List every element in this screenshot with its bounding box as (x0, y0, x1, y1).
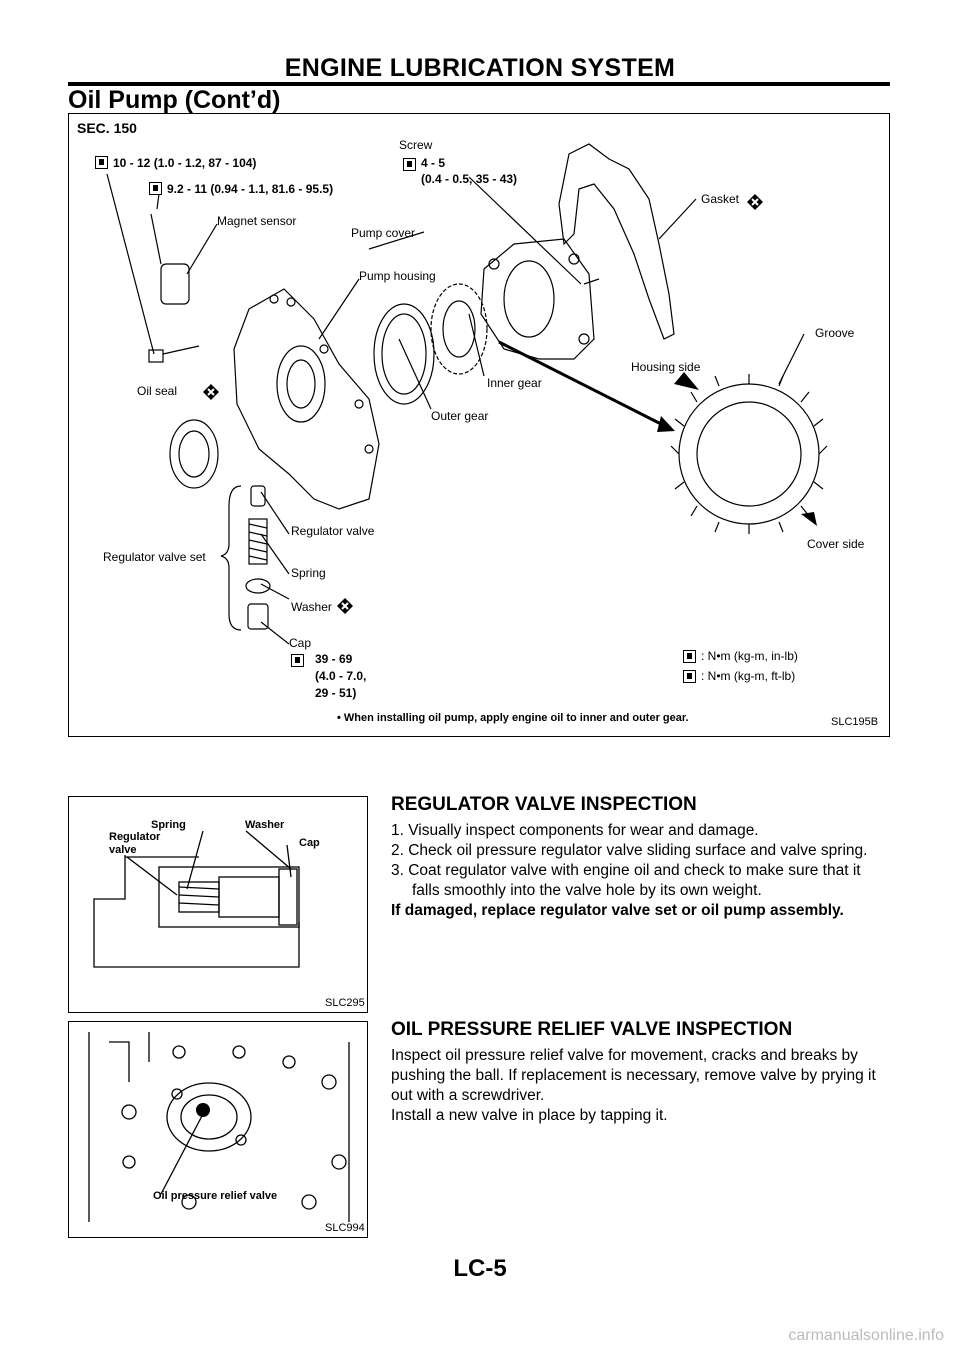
torque-icon-ftlb (683, 670, 696, 683)
relief-inspection-heading: OIL PRESSURE RELIEF VALVE INSPECTION (391, 1019, 793, 1040)
pump-cover-label: Pump cover (351, 226, 416, 240)
regulator-step-2: 2. Check oil pressure regulator valve sl… (391, 842, 868, 859)
gasket-label: Gasket (701, 192, 740, 206)
torque-icon-inlb (95, 156, 108, 169)
cap-torque-a: 39 - 69 (315, 652, 353, 666)
page-subtitle: Oil Pump (Cont’d) (68, 86, 281, 114)
figure-code: SLC195B (831, 716, 879, 728)
relief-valve-figure: Oil pressure relief valve SLC994 (68, 1021, 368, 1238)
figure-code: SLC295 (325, 997, 365, 1009)
regulator-step-3: 3. Coat regulator valve with engine oil … (391, 862, 861, 899)
torque-icon-inlb (149, 182, 162, 195)
outer-gear-label: Outer gear (431, 409, 489, 423)
relief-valve-label: Oil pressure relief valve (153, 1190, 278, 1202)
washer-label: Washer (245, 819, 285, 831)
figure-code: SLC994 (325, 1222, 365, 1234)
torque-icon-ftlb (291, 654, 304, 667)
cover-side-label: Cover side (807, 537, 865, 551)
screw-torque-a: 4 - 5 (421, 156, 446, 170)
page-number: LC-5 (453, 1255, 507, 1282)
regulator-valve-figure: Spring Washer Regulator valve Cap SLC295 (68, 796, 368, 1013)
regulator-step-1: 1. Visually inspect components for wear … (391, 822, 759, 839)
cap-torque-c: 29 - 51) (315, 686, 357, 700)
spring-label: Spring (291, 566, 326, 580)
figure-note: • When installing oil pump, apply engine… (337, 712, 689, 724)
watermark: carmanualsonline.info (788, 1327, 944, 1344)
magnet-sensor-label: Magnet sensor (217, 214, 297, 228)
replace-part-icon (203, 384, 219, 400)
regulator-valve-set-label: Regulator valve set (103, 550, 206, 564)
oil-pump-exploded-figure: SEC. 150 10 - 12 (1.0 - 1.2, 87 - 104) 9… (68, 113, 890, 737)
regulator-valve-drawing (93, 830, 300, 968)
regulator-label: Regulator (109, 831, 161, 843)
regulator-inspection-body: 1. Visually inspect components for wear … (391, 821, 891, 921)
section-title: ENGINE LUBRICATION SYSTEM (284, 54, 676, 82)
relief-body-1: Inspect oil pressure relief valve for mo… (391, 1047, 876, 1104)
relief-inspection-body: Inspect oil pressure relief valve for mo… (391, 1046, 891, 1126)
oil-pump-exploded-drawing (106, 143, 828, 645)
oil-seal-label: Oil seal (137, 384, 178, 398)
torque-icon-inlb (403, 158, 416, 171)
replace-part-icon (337, 598, 353, 614)
replace-part-icon (747, 194, 763, 210)
relief-body-2: Install a new valve in place by tapping … (391, 1107, 668, 1124)
cap-torque-b: (4.0 - 7.0, (315, 669, 367, 683)
washer-label: Washer (291, 600, 332, 614)
cap-label: Cap (299, 837, 320, 849)
header-rule (68, 82, 890, 86)
groove-label: Groove (815, 326, 855, 340)
cap-label: Cap (289, 636, 312, 650)
sec-label: SEC. 150 (77, 120, 137, 136)
regulator-note: If damaged, replace regulator valve set … (391, 902, 844, 919)
torque-spec-2: 9.2 - 11 (0.94 - 1.1, 81.6 - 95.5) (167, 182, 334, 196)
relief-valve-drawing (88, 1032, 350, 1222)
inner-gear-label: Inner gear (487, 376, 542, 390)
torque-icon-inlb (683, 650, 696, 663)
valve-label: valve (109, 844, 137, 856)
legend-inlb: : N•m (kg-m, in-lb) (701, 649, 798, 663)
spring-label: Spring (151, 819, 186, 831)
regulator-inspection-heading: REGULATOR VALVE INSPECTION (391, 794, 697, 815)
legend-ftlb: : N•m (kg-m, ft-lb) (701, 669, 796, 683)
torque-spec-1: 10 - 12 (1.0 - 1.2, 87 - 104) (113, 156, 257, 170)
screw-label: Screw (399, 138, 433, 152)
pump-housing-label: Pump housing (359, 269, 436, 283)
regulator-valve-label: Regulator valve (291, 524, 375, 538)
housing-side-label: Housing side (631, 360, 701, 374)
screw-torque-b: (0.4 - 0.5, 35 - 43) (421, 172, 518, 186)
